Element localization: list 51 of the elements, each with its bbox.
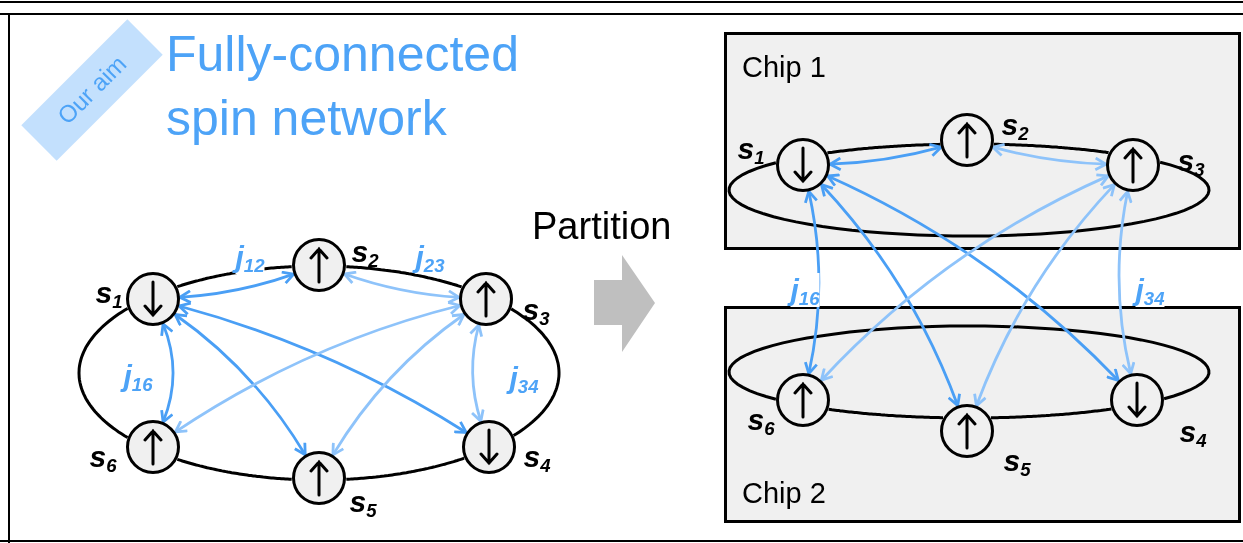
coupling-arrow [1117,190,1136,376]
spin-circle [459,272,513,326]
ring-line [346,265,463,289]
spin-circle [1110,373,1164,427]
spin-label: s$_{1}$ [95,276,123,310]
coupling-arrow [343,270,461,304]
spin-label: s$_{2}$ [351,235,379,269]
ring-line [510,307,561,437]
ring-line [346,456,465,481]
step-label: Partition [532,205,672,248]
coupling-arrow [973,183,1116,408]
ring-line [827,142,941,155]
spin-label: s$_{4}$ [1179,415,1207,449]
ring-line [727,160,1211,238]
spin-label: s$_{4}$ [523,440,551,474]
ring-line [176,457,292,481]
spin-circle [940,404,994,458]
ring-line [828,407,944,420]
chip-title: Chip 2 [742,477,826,510]
spin-label: s$_{5}$ [1003,444,1031,478]
ring-line [994,142,1109,155]
coupling-arrow [991,142,1108,171]
spin-label: s$_{1}$ [737,132,765,166]
title: Fully-connected spin network [166,25,520,148]
spin-circle [1106,138,1160,192]
ring-line [77,307,129,439]
coupling-arrow [159,322,175,424]
spin-circle [292,451,346,505]
coupling-arrow [828,142,943,171]
coupling-arrow [178,270,295,304]
coupling-arrow [469,323,485,423]
chip-panel [724,306,1241,523]
aim-banner: Our aim [21,19,163,161]
spin-label: s$_{6}$ [747,403,775,437]
coupling-arrow [820,183,961,407]
coupling-arrow [173,313,307,457]
chip-panel [724,32,1241,250]
spin-circle [292,238,346,292]
chip-title: Chip 1 [742,51,826,84]
ring-line [727,324,1211,401]
spin-circle [940,113,994,167]
spin-label: s$_{2}$ [1001,108,1029,142]
spin-circle [776,138,830,192]
spin-circle [126,272,180,326]
spin-circle [126,420,180,474]
spin-circle [462,420,516,474]
spin-label: s$_{6}$ [89,440,117,474]
spin-label: s$_{5}$ [349,485,377,519]
spin-circle [776,373,830,427]
coupling-arrow [331,313,466,457]
ring-line [990,407,1112,420]
